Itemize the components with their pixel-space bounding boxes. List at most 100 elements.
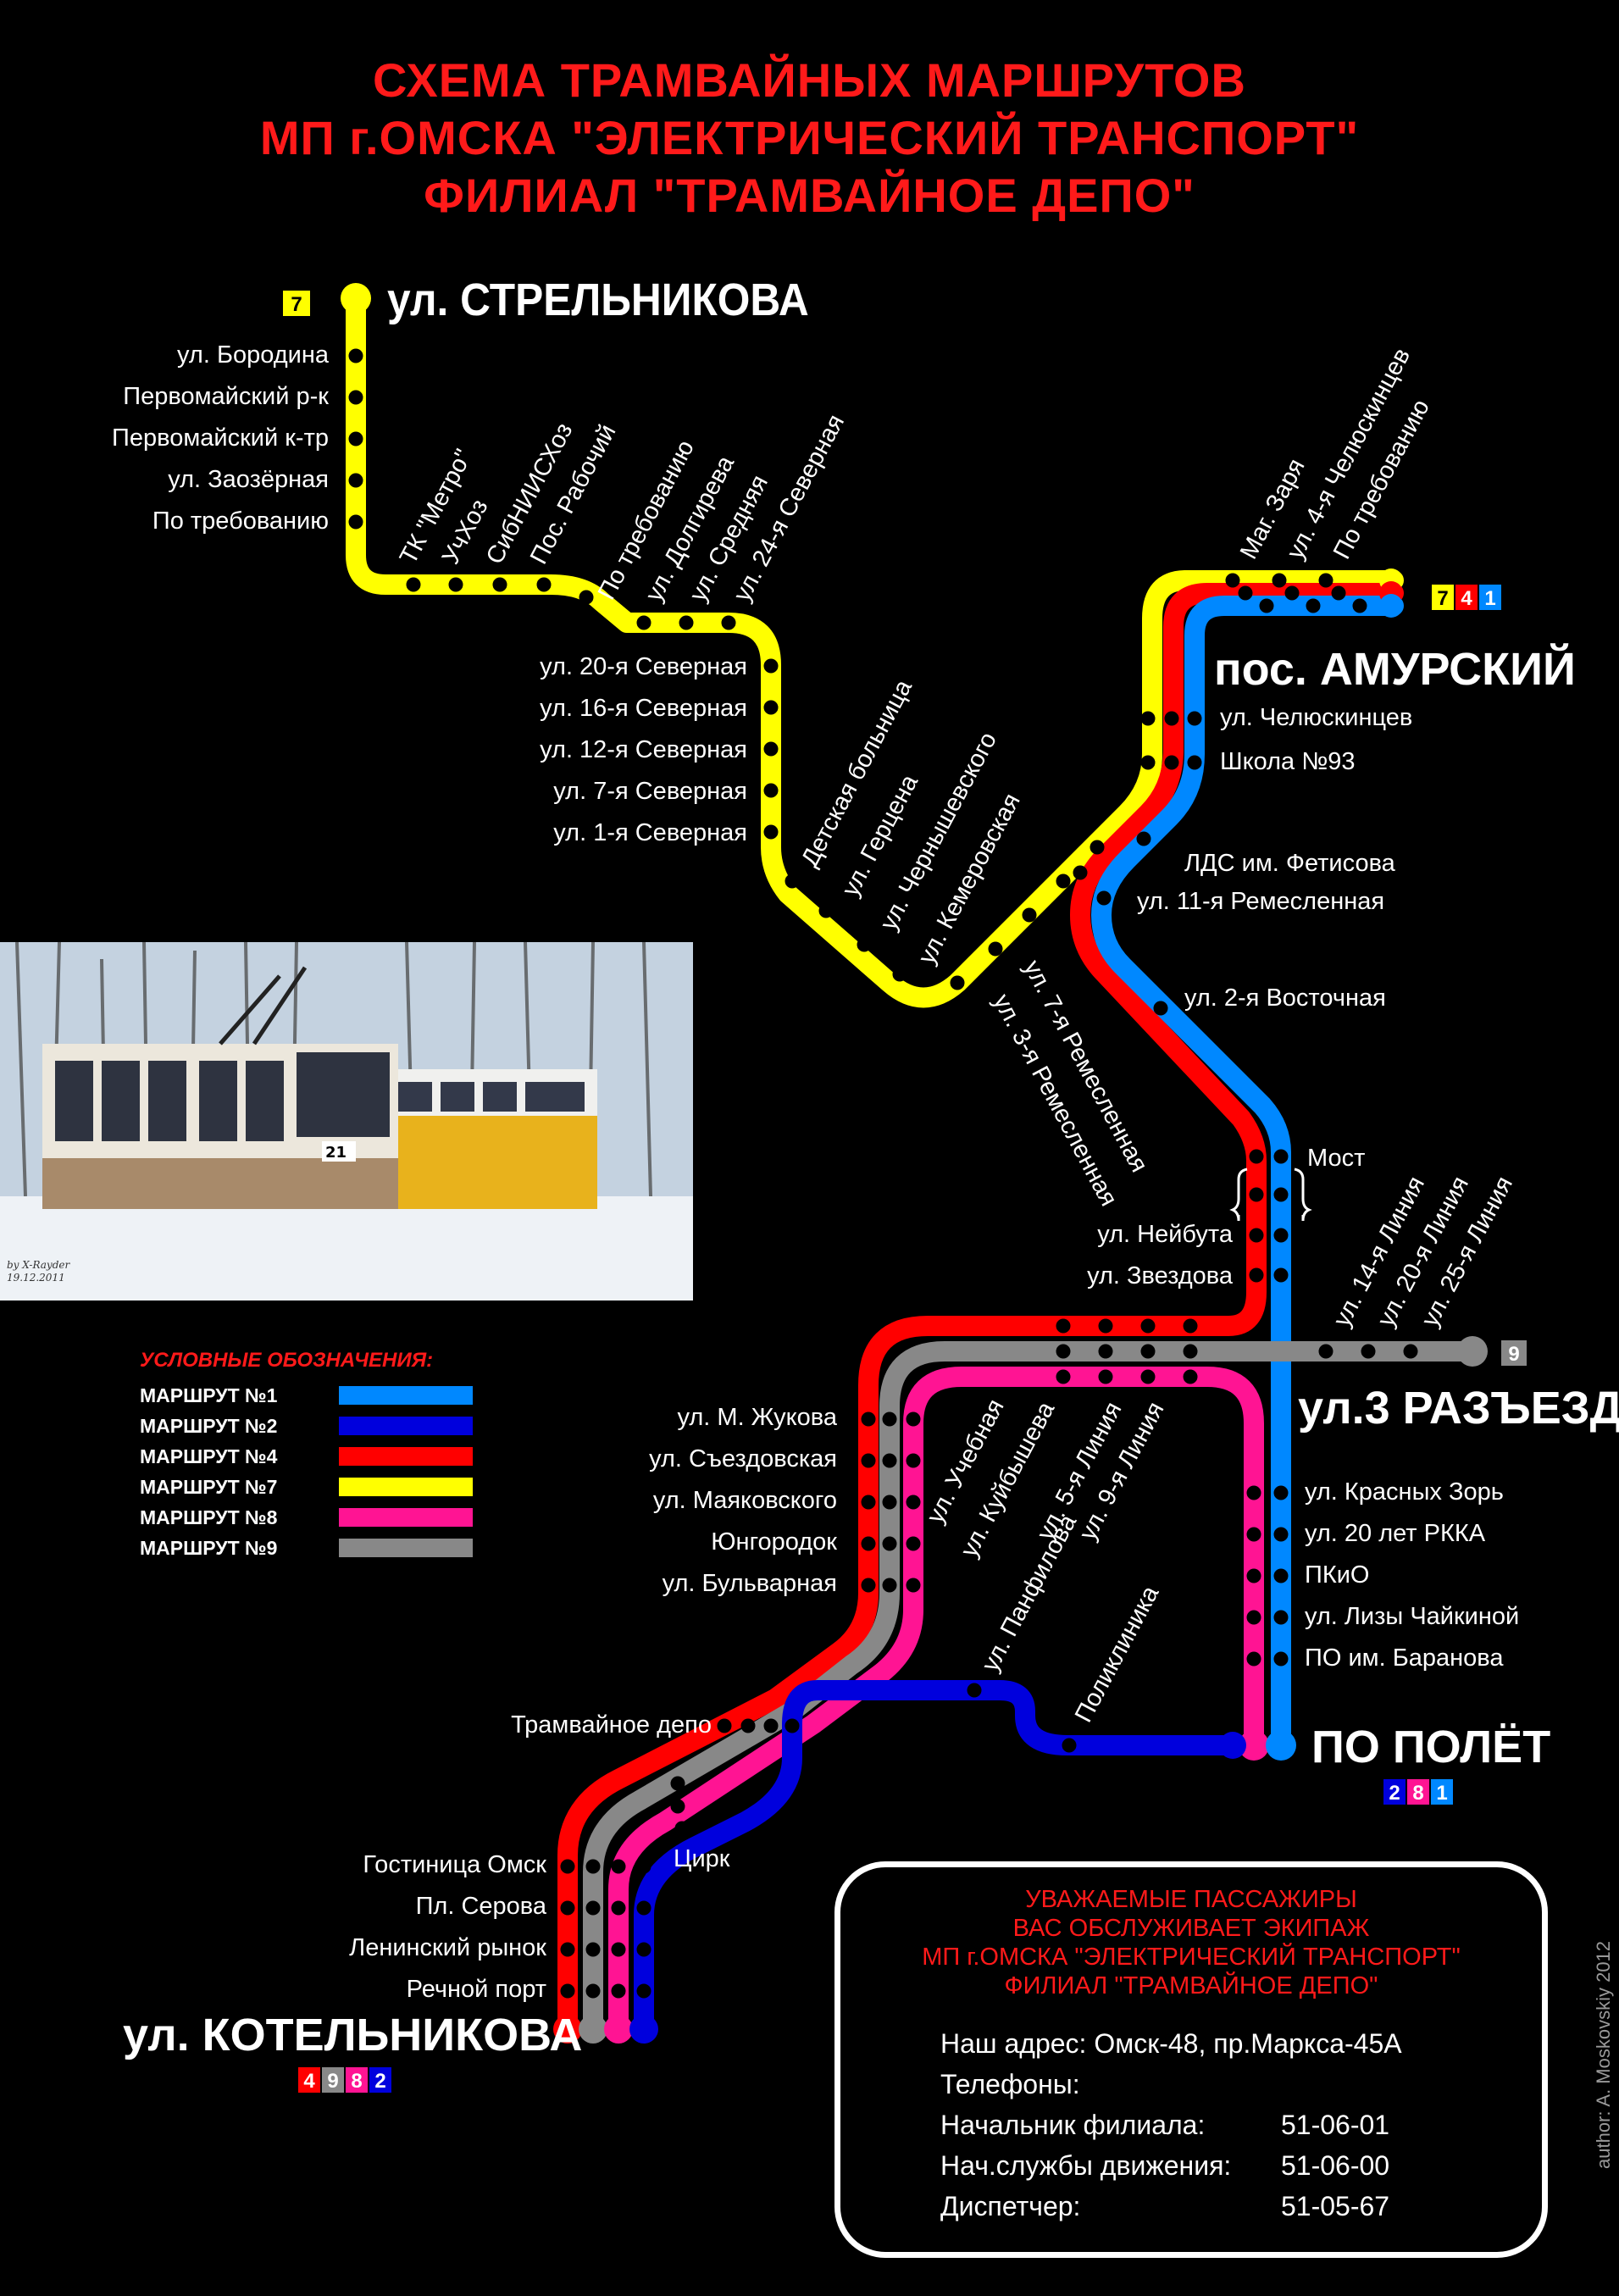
stop-marker bbox=[1273, 1228, 1289, 1243]
legend-color-swatch bbox=[339, 1508, 473, 1527]
legend-item-label: МАРШРУТ №1 bbox=[140, 1384, 278, 1406]
stop-marker bbox=[785, 1718, 800, 1733]
route-2-line bbox=[634, 1680, 1239, 2039]
author-credit: author: A. Moskovskiy 2012 bbox=[1593, 1940, 1614, 2169]
terminal-razezd: ул.3 РАЗЪЕЗД bbox=[1298, 1383, 1619, 1434]
stop-marker bbox=[636, 1942, 651, 1957]
stop-mayakovskogo: ул. Маяковского bbox=[653, 1487, 837, 1514]
legend-color-swatch bbox=[339, 1386, 473, 1405]
stop-marker bbox=[1140, 711, 1156, 726]
stop-marker bbox=[882, 1411, 897, 1427]
title-line-3: ФИЛИАЛ "ТРАМВАЙНОЕ ДЕПО" bbox=[424, 169, 1195, 222]
stop-marker bbox=[818, 903, 834, 918]
stop-marker bbox=[906, 1411, 921, 1427]
info-head-2: ВАС ОБСЛУЖИВАЕТ ЭКИПАЖ bbox=[1012, 1915, 1370, 1942]
stop-marker bbox=[1246, 1485, 1261, 1500]
stop-marker bbox=[1140, 1369, 1156, 1384]
stop-marker bbox=[1062, 1738, 1077, 1753]
stop-marker bbox=[1246, 1610, 1261, 1625]
legend-item-label: МАРШРУТ №2 bbox=[140, 1414, 278, 1437]
badge-polet-8: 8 bbox=[1412, 1782, 1423, 1805]
stop-marker bbox=[1164, 755, 1179, 770]
stop-marker bbox=[1249, 1149, 1264, 1164]
info-box: УВАЖАЕМЫЕ ПАССАЖИРЫ ВАС ОБСЛУЖИВАЕТ ЭКИП… bbox=[834, 1861, 1548, 2258]
stop-7-sev: ул. 7-я Северная bbox=[553, 778, 747, 805]
stop-marker bbox=[1056, 1369, 1071, 1384]
stop-marker bbox=[1249, 1187, 1264, 1202]
stop-marker bbox=[1273, 1149, 1289, 1164]
stop-11-remesl: ул. 11-я Ремесленная bbox=[1137, 888, 1384, 915]
contact-role: Начальник филиала: bbox=[940, 2110, 1206, 2140]
stop-marker bbox=[1164, 711, 1179, 726]
stop-marker bbox=[861, 1453, 876, 1468]
stop-marker bbox=[906, 1578, 921, 1593]
legend-item-label: МАРШРУТ №4 bbox=[140, 1445, 278, 1467]
stop-marker bbox=[1238, 585, 1253, 601]
stop-marker bbox=[1098, 1369, 1113, 1384]
legend-item: МАРШРУТ №1 bbox=[140, 1381, 479, 1410]
stop-lizy-chaykinoy: ул. Лизы Чайкиной bbox=[1305, 1603, 1519, 1630]
terminal-strelnikova: ул. СТРЕЛЬНИКОВА bbox=[387, 274, 809, 324]
stop-marker bbox=[611, 1942, 626, 1957]
stop-pl-serova: Пл. Серова bbox=[416, 1893, 547, 1920]
info-head-4: ФИЛИАЛ "ТРАМВАЙНОЕ ДЕПО" bbox=[1004, 1972, 1378, 1999]
stop-marker bbox=[1225, 573, 1240, 588]
stop-marker bbox=[560, 1942, 575, 1957]
stop-marker bbox=[763, 1718, 779, 1733]
info-address: Наш адрес: Омск-48, пр.Маркса-45А bbox=[940, 2028, 1402, 2059]
stop-poliklinika: Поликлиника bbox=[1070, 1581, 1165, 1727]
stop-gost-omsk: Гостиница Омск bbox=[363, 1851, 546, 1878]
legend-color-swatch bbox=[339, 1417, 473, 1435]
stop-marker bbox=[906, 1536, 921, 1551]
stop-marker bbox=[611, 1983, 626, 1999]
stop-marker bbox=[861, 1578, 876, 1593]
stop-pervomayskiy-ktr: Первомайский к-тр bbox=[112, 424, 329, 452]
stop-rech-port: Речной порт bbox=[407, 1976, 546, 2003]
stop-lds: ЛДС им. Фетисова bbox=[1184, 850, 1396, 877]
stop-pkio: ПКиО bbox=[1305, 1561, 1370, 1589]
stop-marker bbox=[1098, 1344, 1113, 1359]
legend-item-label: МАРШРУТ №8 bbox=[140, 1506, 278, 1528]
legend-title: УСЛОВНЫЕ ОБОЗНАЧЕНИЯ: bbox=[140, 1349, 434, 1372]
stop-cirk: Цирк bbox=[674, 1845, 730, 1872]
stop-marker bbox=[636, 1859, 651, 1874]
stop-marker bbox=[1140, 755, 1156, 770]
stop-marker bbox=[579, 590, 594, 605]
stop-marker bbox=[882, 1495, 897, 1510]
stop-marker bbox=[1056, 1318, 1071, 1334]
stop-marker bbox=[674, 1821, 690, 1836]
stop-m-zhukova: ул. М. Жукова bbox=[678, 1404, 838, 1431]
stop-marker bbox=[1331, 585, 1346, 601]
stop-marker bbox=[348, 390, 363, 405]
stop-2-vost: ул. 2-я Восточная bbox=[1184, 984, 1386, 1012]
stop-marker bbox=[1246, 1527, 1261, 1542]
stop-bulvarnaya: ул. Бульварная bbox=[663, 1570, 837, 1597]
stop-marker bbox=[611, 1859, 626, 1874]
tram-photo: 21 by X-Rayder 19.12.2011 bbox=[0, 942, 693, 1301]
stop-marker bbox=[1153, 1001, 1168, 1016]
stop-marker bbox=[1306, 598, 1321, 613]
badge-amursky-1: 1 bbox=[1484, 587, 1495, 610]
tram-number: 21 bbox=[325, 1144, 347, 1162]
bridge-brackets bbox=[1229, 1167, 1312, 1222]
stop-marker bbox=[536, 577, 552, 592]
stop-marker bbox=[1318, 573, 1333, 588]
contact-phone: 51-06-00 bbox=[1281, 2150, 1390, 2181]
stop-marker bbox=[882, 1453, 897, 1468]
stop-shkola93: Школа №93 bbox=[1220, 748, 1356, 775]
stop-marker bbox=[1246, 1651, 1261, 1667]
badge-kotelnikova-9: 9 bbox=[327, 2070, 338, 2093]
legend-color-swatch bbox=[339, 1478, 473, 1496]
route-7-line bbox=[346, 286, 1404, 1008]
stop-pervomayskiy-rk: Первомайский р-к bbox=[123, 383, 329, 410]
stop-12-sev: ул. 12-я Северная bbox=[540, 736, 747, 763]
stop-20-let-rkka: ул. 20 лет РККА bbox=[1305, 1520, 1486, 1547]
badge-amursky-4: 4 bbox=[1461, 587, 1472, 610]
stop-marker bbox=[1187, 755, 1202, 770]
legend-item: МАРШРУТ №2 bbox=[140, 1411, 479, 1440]
stop-marker bbox=[585, 1900, 601, 1916]
stop-marker bbox=[636, 1900, 651, 1916]
stop-marker bbox=[492, 577, 507, 592]
stop-len-rynok: Ленинский рынок bbox=[349, 1934, 546, 1961]
